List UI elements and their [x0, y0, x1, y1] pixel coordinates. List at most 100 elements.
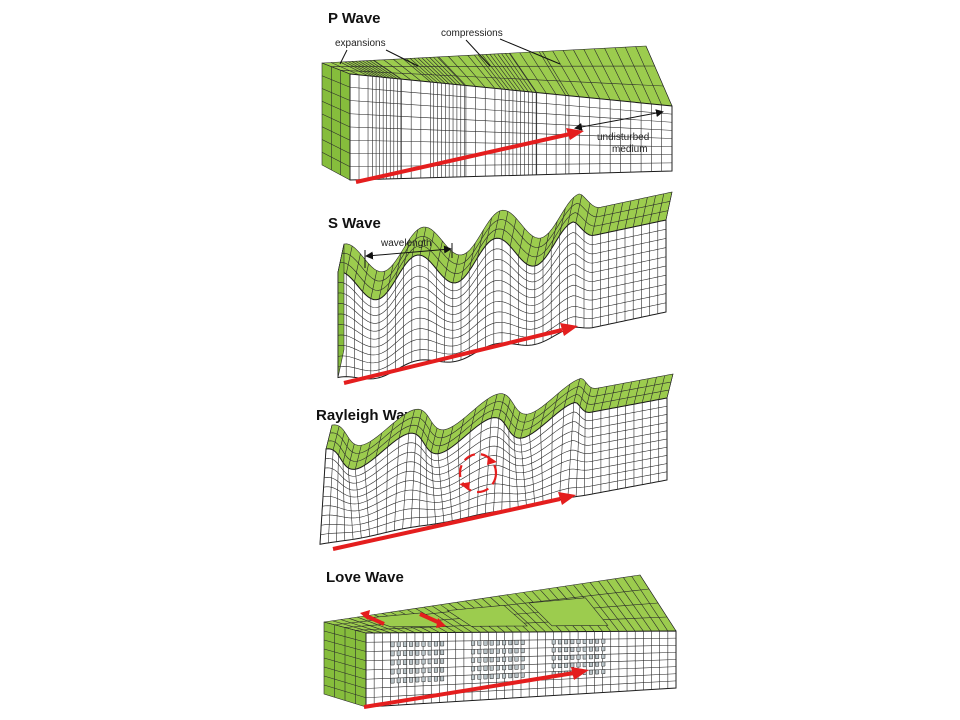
displaced-block-face — [415, 659, 420, 665]
grid-line — [421, 57, 450, 85]
displaced-block-face — [582, 662, 587, 668]
displaced-block-face — [483, 640, 488, 646]
displaced-block-face — [409, 668, 414, 674]
rayleigh-wave-panel: Rayleigh Wave — [316, 373, 674, 551]
displaced-block-face — [495, 665, 500, 671]
displaced-block-face — [477, 640, 482, 646]
displaced-block-face — [433, 658, 438, 664]
grid-line — [624, 46, 652, 105]
grid-line — [355, 60, 384, 78]
grid-line — [583, 49, 611, 100]
grid-line — [341, 201, 671, 282]
displaced-block-face — [390, 641, 395, 648]
grid-line — [340, 61, 369, 77]
grid-line — [534, 237, 542, 267]
grid-line — [398, 414, 406, 439]
raised-block-top — [528, 597, 609, 627]
displaced-block-face — [557, 639, 562, 645]
displaced-block-face — [570, 639, 575, 645]
grid-line — [349, 153, 673, 156]
p-wave-propagation-arrow — [355, 132, 571, 184]
displaced-block-face — [390, 650, 395, 657]
grid-line — [320, 471, 668, 536]
grid-line — [457, 55, 486, 88]
displaced-block-face — [440, 658, 445, 664]
grid-line — [370, 270, 378, 299]
grid-line — [347, 443, 355, 469]
grid-line — [438, 56, 467, 86]
grid-line — [481, 399, 488, 424]
displaced-block-face — [390, 668, 395, 675]
love-motion-arrow-head — [360, 610, 370, 620]
grid-line — [477, 54, 506, 90]
rayleigh-wave-arrow-head — [558, 492, 576, 505]
grid-line — [490, 394, 498, 419]
grid-line — [338, 431, 345, 456]
grid-line — [362, 60, 391, 79]
grid-line — [503, 399, 511, 424]
grid-line — [321, 88, 351, 101]
grid-line — [575, 194, 583, 223]
displaced-block-face — [409, 659, 414, 665]
s-wave-title: S Wave — [328, 215, 381, 232]
displaced-block-face — [396, 659, 401, 666]
grid-line — [433, 56, 461, 86]
expansions-leader-line — [385, 49, 419, 67]
displaced-block-face — [582, 646, 587, 652]
grid-line — [641, 197, 648, 226]
displaced-block-face — [409, 641, 414, 647]
displaced-block-face — [520, 672, 525, 678]
displaced-block-face — [514, 664, 519, 670]
displaced-block-face — [427, 641, 432, 647]
grid-line — [337, 243, 345, 273]
p-wave-label-expansions: expansions — [335, 38, 386, 49]
grid-line — [573, 49, 601, 99]
grid-line — [354, 253, 361, 282]
displaced-block-face — [421, 676, 426, 683]
grid-line — [657, 193, 665, 222]
grid-line — [573, 378, 581, 403]
p-wave-arrow-head — [566, 128, 584, 140]
grid-line — [608, 384, 616, 409]
s-wave-panel: S Wave wavelength — [328, 191, 673, 385]
compressions-leader-line — [499, 38, 561, 65]
displaced-block-face — [588, 646, 593, 652]
grid-line — [386, 264, 394, 293]
grid-line — [429, 57, 458, 85]
grid-line — [337, 228, 667, 308]
grid-line — [468, 242, 476, 272]
grid-line — [364, 441, 371, 466]
displaced-block-face — [570, 662, 575, 668]
grid-line — [467, 55, 496, 89]
undisturbed-dimension-line — [574, 109, 664, 131]
grid-line — [493, 210, 501, 239]
displaced-block-face — [402, 659, 407, 665]
displaced-block-face — [433, 641, 438, 647]
displaced-block-face — [471, 674, 476, 680]
displaced-block-face — [396, 650, 401, 657]
grid-line — [421, 415, 428, 440]
displaced-block-face — [502, 665, 507, 671]
displaced-block-face — [595, 638, 600, 644]
grid-line — [337, 302, 667, 372]
displaced-block-face — [551, 639, 556, 645]
grid-line — [649, 195, 656, 224]
grid-line — [321, 455, 668, 519]
grid-line — [474, 54, 502, 90]
love-wave-displaced-blocks — [365, 597, 609, 684]
grid-line — [409, 58, 438, 83]
grid-line — [321, 139, 351, 154]
displaced-block-face — [483, 665, 488, 671]
grid-line — [365, 680, 677, 699]
grid-line — [452, 254, 460, 283]
p-wave-panel: P Wave expansions compressions undisturb… — [321, 10, 673, 184]
grid-line — [665, 191, 673, 221]
grid-line — [633, 380, 641, 405]
displaced-block-face — [551, 655, 556, 661]
grid-line — [330, 62, 360, 76]
grid-line — [508, 406, 516, 431]
grid-line — [552, 50, 580, 97]
grid-line — [645, 45, 673, 107]
grid-line — [485, 217, 492, 246]
rayleigh-wave-propagation-arrow — [332, 497, 561, 551]
